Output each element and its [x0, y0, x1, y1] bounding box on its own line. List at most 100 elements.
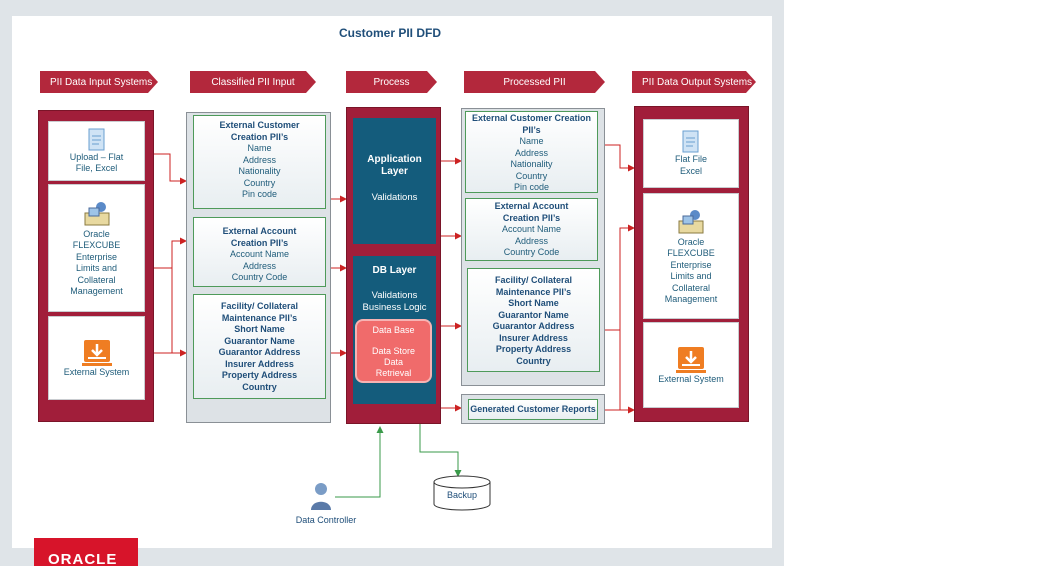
classified-facility-item: Guarantor Address — [218, 347, 301, 357]
flat-out-line-2: Excel — [679, 165, 702, 176]
processed-facility-item: Country — [516, 355, 551, 366]
diagram-title: Customer PII DFD — [338, 26, 441, 40]
header-input-systems: PII Data Input Systems — [40, 71, 158, 93]
arrow-oracle-to-classified — [146, 237, 187, 269]
processed-facility-item: Insurer Address — [499, 332, 568, 343]
header-processed: Processed PII — [464, 71, 605, 93]
arrow-processed-to-oracle — [605, 224, 635, 331]
arrow-controller-to-process — [335, 426, 384, 498]
processed-account-item: Address — [514, 235, 549, 246]
classified-customer-item: Name — [247, 143, 272, 153]
oracle-out-line-1: Oracle — [677, 236, 705, 247]
db-validations-label: Validations — [371, 290, 418, 301]
classified-account-box: External Account Creation PII’s Account … — [193, 217, 326, 287]
classified-account-item: Account Name — [229, 249, 290, 259]
db-pill-line-3: Data — [383, 357, 403, 367]
processed-account-item: Country Code — [503, 247, 560, 257]
flat-out-line-1: Flat File — [674, 154, 707, 164]
app-layer-title-2: Layer — [381, 166, 408, 177]
data-base-pill: Data Base Data Store Data Retrieval — [355, 319, 432, 383]
processed-account-box: External Account Creation PII’s Account … — [465, 198, 598, 261]
oracle-out-line-2: FLEXCUBE — [667, 248, 715, 258]
arrow-process-to-backup — [419, 424, 462, 477]
oracle-in-line-5: Collateral — [77, 274, 116, 285]
processed-customer-item: Name — [519, 136, 544, 146]
classified-facility-item: Short Name — [234, 324, 285, 334]
processed-facility-item: Guarantor Name — [498, 309, 569, 320]
processed-account-heading-2: Creation PII’s — [502, 212, 561, 223]
processed-facility-heading-2: Maintenance PII’s — [495, 286, 572, 297]
user-workstation-icon — [84, 201, 109, 225]
db-layer-title: DB Layer — [372, 265, 417, 276]
classified-customer-item: Country — [243, 177, 276, 188]
oracle-out-line-6: Management — [664, 294, 718, 304]
input-upload-box: Upload – Flat File, Excel — [48, 121, 145, 181]
upload-line-2: File, Excel — [75, 163, 118, 173]
classified-facility-heading-1: Facility/ Collateral — [220, 301, 299, 311]
classified-facility-item: Insurer Address — [225, 358, 294, 369]
classified-facility-item: Property Address — [221, 370, 298, 380]
oracle-in-line-3: Enterprise — [75, 251, 118, 262]
user-workstation-icon — [678, 209, 704, 233]
upload-line-1: Upload – Flat — [69, 151, 124, 162]
arrow-processed-to-flat — [605, 144, 635, 172]
person-icon — [311, 483, 331, 510]
external-in-label: External System — [63, 367, 130, 378]
generated-reports-box: Generated Customer Reports — [468, 399, 598, 420]
app-layer-title-1: Application — [367, 154, 422, 165]
classified-customer-heading-1: External Customer — [219, 120, 300, 130]
oracle-out-line-5: Collateral — [671, 282, 711, 293]
processed-customer-heading-2: PII’s — [522, 124, 541, 135]
processed-facility-item: Property Address — [495, 344, 572, 354]
database-cylinder-icon — [433, 475, 491, 511]
oracle-logo-text: ORACLE — [48, 551, 118, 566]
classified-customer-heading-2: Creation PII’s — [230, 131, 289, 142]
processed-customer-item: Country — [515, 170, 548, 181]
processed-facility-heading-1: Facility/ Collateral — [494, 275, 573, 285]
classified-facility-heading-2: Maintenance PII’s — [221, 312, 298, 323]
db-pill-line-1: Data Base — [372, 325, 415, 335]
processed-customer-box: External Customer Creation PII’s Name Ad… — [465, 111, 598, 193]
download-icon — [676, 347, 706, 374]
flow-arrows — [146, 144, 635, 498]
oracle-in-line-4: Limits and — [75, 263, 118, 273]
processed-facility-item: Guarantor Address — [492, 321, 575, 331]
download-icon — [81, 340, 112, 367]
oracle-in-line-2: FLEXCUBE — [72, 240, 121, 250]
classified-account-item: Address — [242, 260, 277, 271]
classified-customer-item: Address — [242, 154, 277, 165]
processed-customer-heading-1: External Customer Creation — [471, 113, 592, 123]
oracle-out-line-4: Limits and — [670, 271, 712, 281]
oracle-in-line-1: Oracle — [83, 228, 110, 239]
input-oracle-box: Oracle FLEXCUBE Enterprise Limits and Co… — [48, 184, 145, 312]
document-icon — [88, 128, 104, 150]
classified-customer-box: External Customer Creation PII’s Name Ad… — [193, 115, 326, 209]
classified-facility-item: Country — [242, 381, 277, 392]
output-flat-box: Flat File Excel — [643, 119, 739, 188]
app-validations-label: Validations — [371, 192, 418, 203]
header-classified: Classified PII Input — [190, 71, 316, 93]
processed-account-item: Account Name — [501, 224, 562, 234]
processed-customer-item: Nationality — [510, 159, 553, 169]
classified-customer-item: Nationality — [238, 166, 281, 176]
processed-facility-box: Facility/ Collateral Maintenance PII’s S… — [467, 268, 600, 372]
db-business-logic-label: Business Logic — [362, 302, 427, 313]
external-out-label: External System — [658, 374, 724, 385]
processed-facility-item: Short Name — [508, 298, 559, 308]
processed-customer-item: Address — [514, 147, 549, 158]
classified-account-heading-1: External Account — [222, 226, 297, 236]
db-pill-line-4: Retrieval — [375, 368, 412, 378]
processed-account-heading-1: External Account — [494, 201, 569, 211]
classified-facility-item: Guarantor Name — [224, 335, 295, 346]
classified-account-item: Country Code — [231, 272, 288, 282]
arrow-upload-to-classified — [146, 153, 187, 185]
output-oracle-box: Oracle FLEXCUBE Enterprise Limits and Co… — [643, 193, 739, 319]
oracle-logo: ORACLE — [34, 538, 138, 566]
oracle-in-line-6: Management — [70, 286, 123, 296]
classified-facility-box: Facility/ Collateral Maintenance PII’s S… — [193, 294, 326, 399]
document-icon — [682, 130, 699, 153]
application-layer-box: Application Layer Validations — [353, 118, 436, 244]
header-process: Process — [346, 71, 437, 93]
classified-customer-item: Pin code — [241, 189, 278, 199]
oracle-out-line-3: Enterprise — [670, 259, 712, 270]
